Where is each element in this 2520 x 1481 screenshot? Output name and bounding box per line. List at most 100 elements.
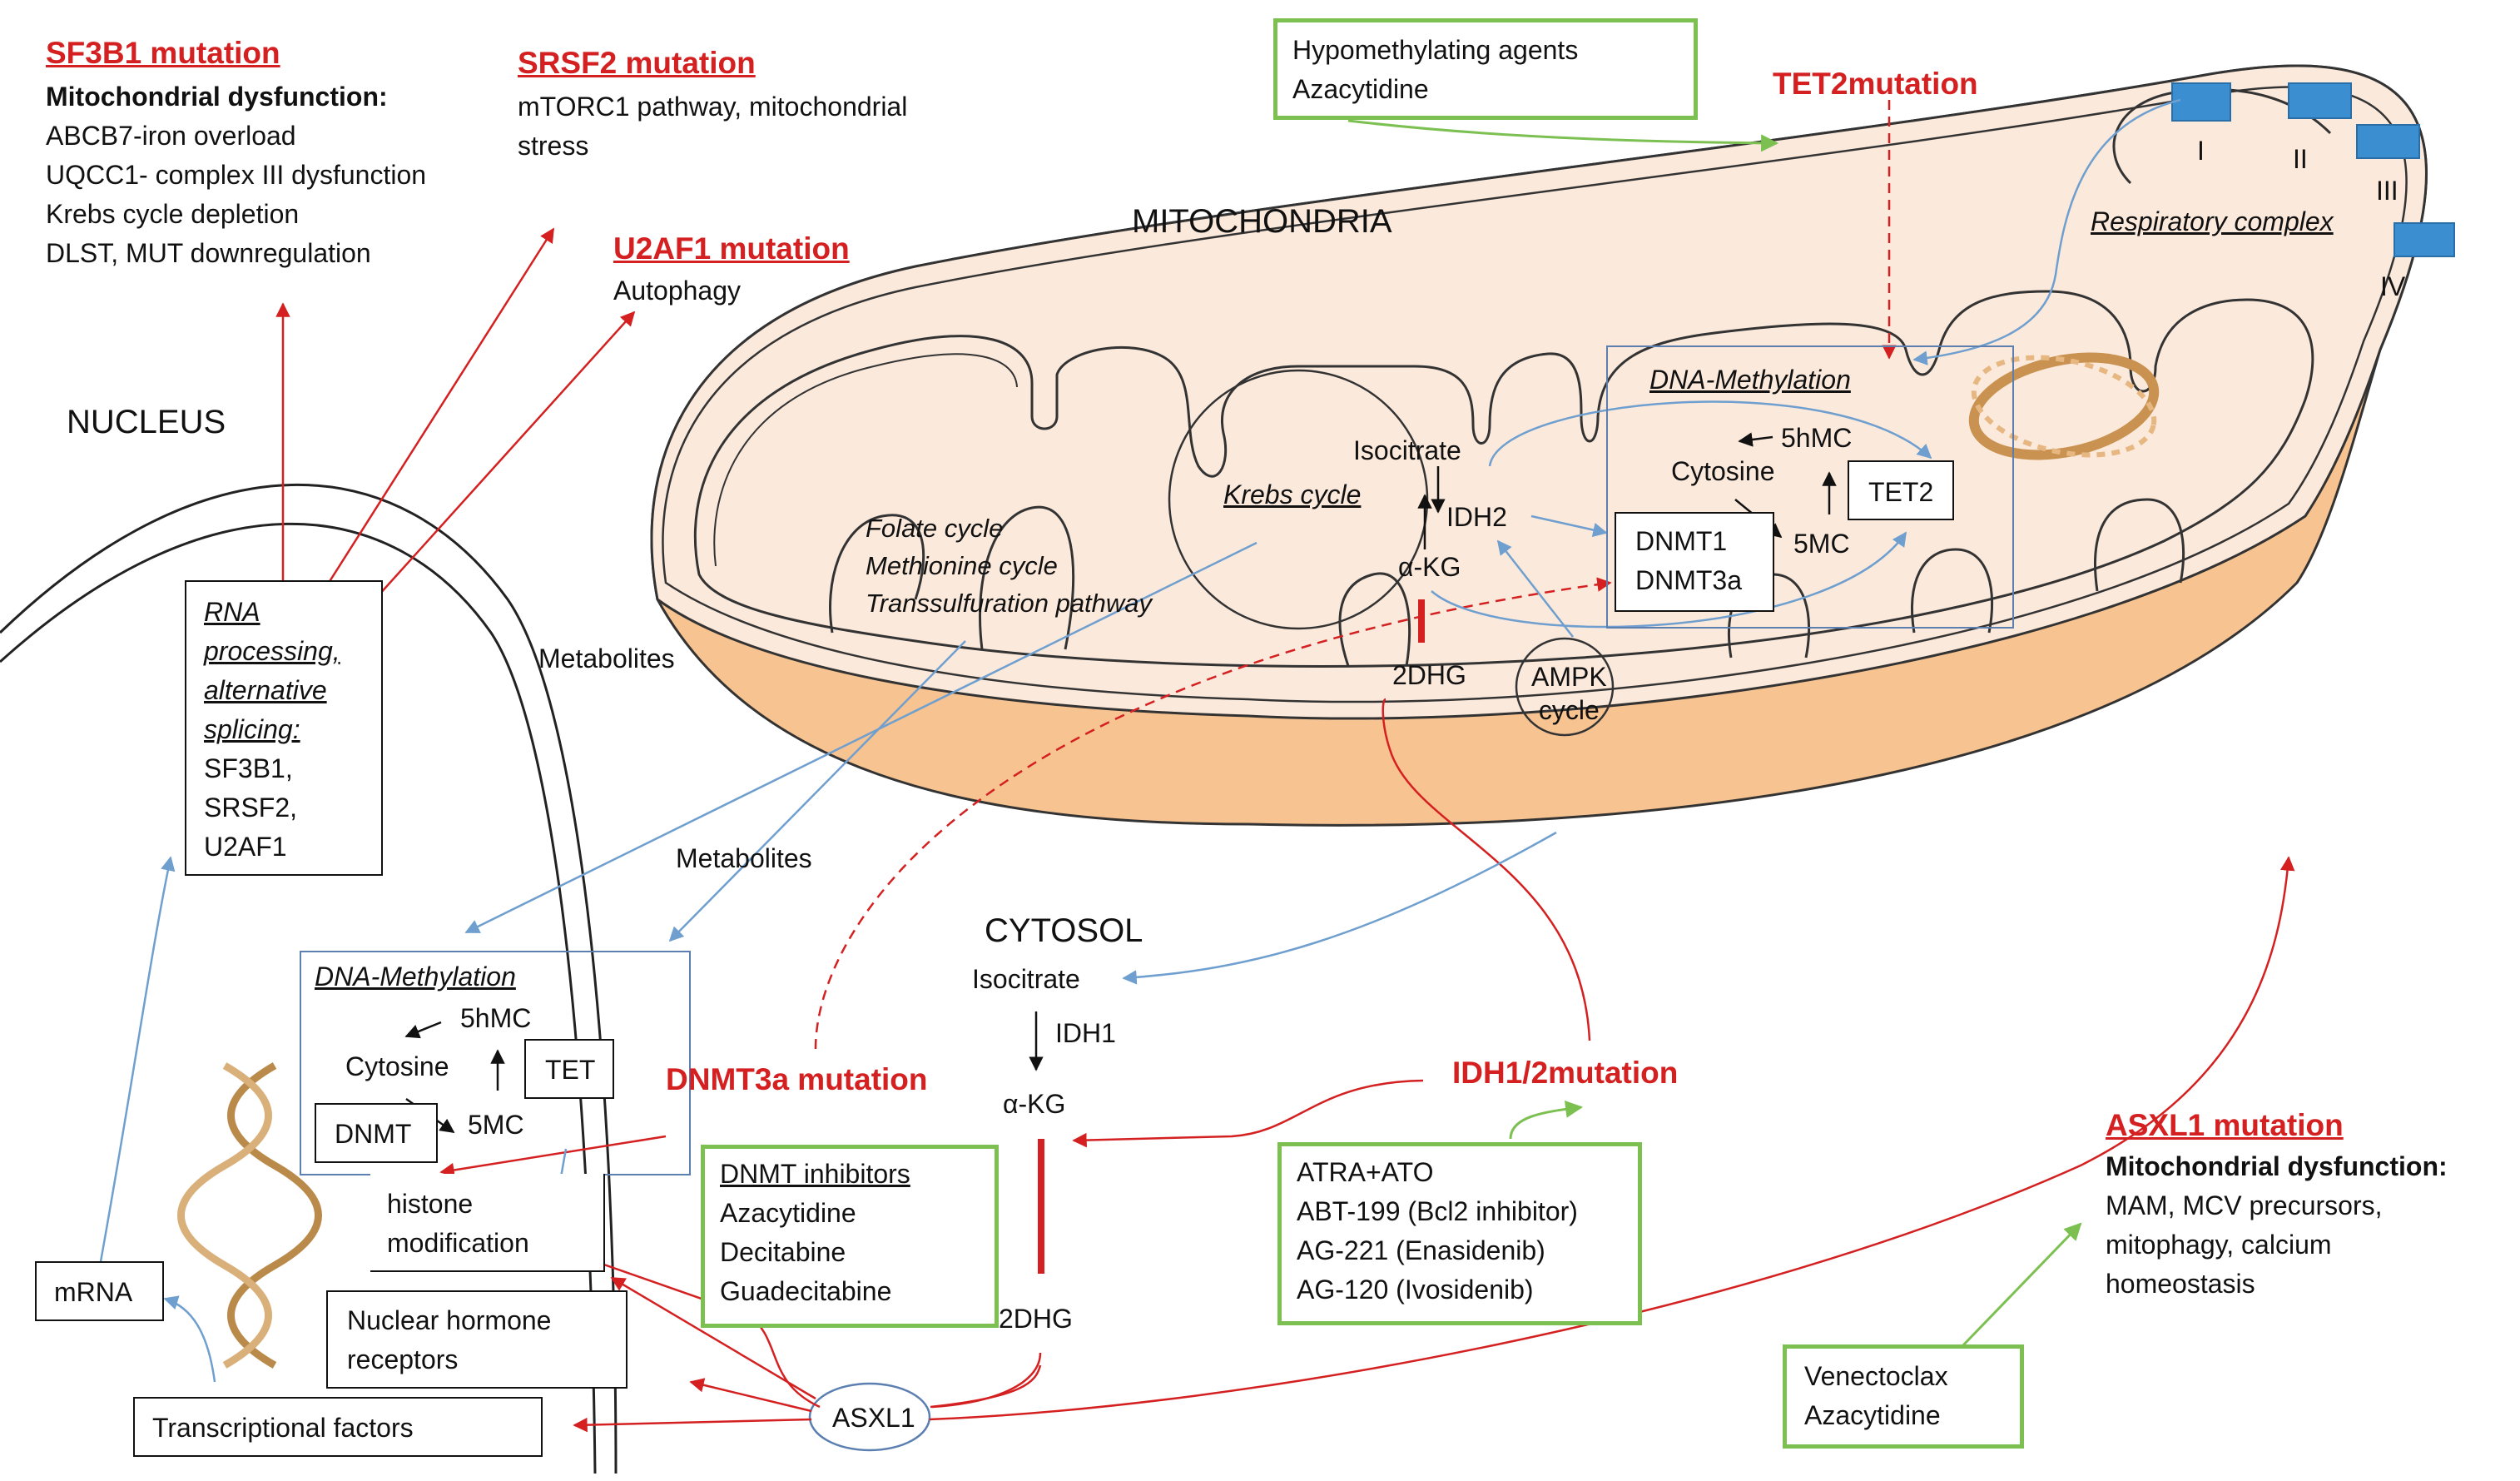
- nuc-dna-methylation-title: DNA-Methylation: [315, 962, 516, 991]
- venetoclax-line: Azacytidine: [1804, 1400, 1941, 1430]
- histone-line: modification: [387, 1228, 529, 1258]
- srsf2-mutation-title: SRSF2 mutation: [518, 46, 756, 80]
- mito-5mc: 5MC: [1793, 529, 1850, 559]
- rna-italic-line: splicing:: [204, 714, 300, 744]
- dnmt-inhibitors-text: DNMT inhibitors Azacytidine Decitabine G…: [720, 1155, 910, 1311]
- rna-gene-line: U2AF1: [204, 832, 287, 862]
- complex-IV-label: IV: [2380, 271, 2406, 301]
- sf3b1-line: Krebs cycle depletion: [46, 199, 300, 229]
- srsf2-line: mTORC1 pathway, mitochondrial: [518, 92, 908, 122]
- histone-modification-text: histone modification: [387, 1185, 529, 1263]
- asxl1-subtitle: Mitochondrial dysfunction:: [2106, 1151, 2448, 1181]
- asxl1-line: MAM, MCV precursors,: [2106, 1190, 2383, 1220]
- mito-dnmt-item: DNMT3a: [1635, 565, 1743, 595]
- dnmt3a-mutation-title: DNMT3a mutation: [666, 1062, 928, 1096]
- dnmt-inhibitor-item: Guadecitabine: [720, 1276, 892, 1306]
- mrna-label: mRNA: [54, 1277, 133, 1307]
- complex-I-label: I: [2197, 136, 2205, 166]
- sf3b1-mutation-title: SF3B1 mutation: [46, 36, 280, 70]
- respiratory-complex-label: Respiratory complex: [2091, 206, 2334, 236]
- idh-drug-item: ABT-199 (Bcl2 inhibitor): [1297, 1196, 1578, 1226]
- mitochondria-label: MITOCHONDRIA: [1132, 203, 1392, 240]
- u2af1-mutation-title: U2AF1 mutation: [613, 231, 850, 266]
- venetoclax-line: Venectoclax: [1804, 1361, 1948, 1391]
- venetoclax-text: Venectoclax Azacytidine: [1804, 1357, 1948, 1435]
- cytosol-label: CYTOSOL: [985, 912, 1143, 949]
- nuc-tet-box: [524, 1039, 614, 1099]
- mito-cytosine: Cytosine: [1671, 456, 1775, 486]
- nuc-cytosine: Cytosine: [345, 1051, 449, 1081]
- nuclear-hormone-text: Nuclear hormone receptors: [347, 1301, 551, 1379]
- nuclear-dna-helix: [177, 1062, 322, 1369]
- rna-gene-line: SRSF2,: [204, 793, 298, 823]
- mito-2dhg: 2DHG: [1392, 660, 1466, 690]
- hypomethylating-agents-box: [1273, 18, 1698, 120]
- cytosol-isocitrate: Isocitrate: [972, 964, 1080, 994]
- respiratory-complexes: [2171, 82, 2455, 257]
- sf3b1-line: ABCB7-iron overload: [46, 121, 296, 151]
- green-arrows: [1347, 119, 2082, 1350]
- asxl1-ellipse: [808, 1382, 931, 1452]
- cytosol-idh1: IDH1: [1055, 1018, 1116, 1048]
- rna-processing-text: RNA processing, alternative splicing: SF…: [204, 593, 340, 867]
- tet2-mutation-title: TET2mutation: [1773, 67, 1978, 101]
- idh-drug-item: AG-120 (Ivosidenib): [1297, 1275, 1534, 1305]
- nucleus-label: NUCLEUS: [67, 404, 226, 440]
- cytosol-2dhg: 2DHG: [999, 1304, 1073, 1334]
- mito-dhg-bar: [1418, 599, 1425, 643]
- cycle-item: Folate cycle: [866, 514, 1004, 543]
- idh-drug-item: ATRA+ATO: [1297, 1157, 1434, 1187]
- mito-5hmc: 5hMC: [1781, 423, 1853, 453]
- srsf2-line: stress: [518, 131, 589, 161]
- idh-drug-item: AG-221 (Enasidenib): [1297, 1235, 1545, 1265]
- transcriptional-factors-box: [133, 1397, 543, 1457]
- ampk-line: cycle: [1538, 695, 1600, 725]
- hypomethylating-line: Azacytidine: [1292, 74, 1429, 104]
- asxl1-line: mitophagy, calcium: [2106, 1230, 2332, 1260]
- rna-italic-line: RNA: [204, 597, 260, 627]
- cycle-item: Methionine cycle: [866, 551, 1058, 580]
- idh-mutation-title: IDH1/2mutation: [1452, 1056, 1679, 1090]
- nuclear-hormone-box: [326, 1290, 628, 1389]
- u2af1-detail: Autophagy: [613, 276, 742, 306]
- rna-gene-line: SF3B1,: [204, 753, 293, 783]
- hypomethylating-agents-text: Hypomethylating agents Azacytidine: [1292, 31, 1578, 109]
- mito-dnmt-box: [1615, 512, 1774, 612]
- rna-processing-box: [185, 580, 383, 876]
- nuclear-hormone-line: Nuclear hormone: [347, 1305, 552, 1335]
- mito-akg: α-KG: [1398, 552, 1461, 582]
- sf3b1-line: UQCC1- complex III dysfunction: [46, 160, 427, 190]
- dnmt-inhibitors-title: DNMT inhibitors: [720, 1159, 910, 1189]
- idh-drugs-box: [1277, 1142, 1642, 1325]
- rna-italic-line: processing,: [204, 636, 340, 666]
- asxl1-details: MAM, MCV precursors, mitophagy, calcium …: [2106, 1186, 2382, 1304]
- ampk-cycle-label: AMPK cycle: [1531, 660, 1607, 727]
- nuc-tet-label: TET: [545, 1055, 596, 1085]
- cycle-item: Transsulfuration pathway: [866, 589, 1153, 618]
- metabolic-cycles: Folate cycle Methionine cycle Transsulfu…: [866, 509, 1152, 622]
- dhg-to-asxl1-curve: [931, 1352, 1042, 1409]
- mito-dnmt-item: DNMT1: [1635, 526, 1728, 556]
- cytosol-akg: α-KG: [1003, 1089, 1066, 1119]
- mito-tet2-label: TET2: [1868, 477, 1934, 507]
- mrna-box: [35, 1261, 164, 1321]
- dnmt-inhibitors-box: [701, 1145, 999, 1328]
- mito-isocitrate: Isocitrate: [1353, 435, 1461, 465]
- asxl1-node-label: ASXL1: [832, 1403, 915, 1433]
- dnmt-inhibitor-item: Decitabine: [720, 1237, 846, 1267]
- nuc-dnmt-box: [315, 1103, 438, 1163]
- mitochondrion: [650, 64, 2428, 827]
- histone-modification-box: [370, 1174, 605, 1272]
- hypomethylating-line: Hypomethylating agents: [1292, 35, 1579, 65]
- rna-italic-line: alternative: [204, 675, 327, 705]
- metabolites-label-2: Metabolites: [676, 843, 812, 873]
- ampk-cycle-circle: [1515, 637, 1615, 737]
- histone-line: histone: [387, 1189, 474, 1219]
- mito-dna-methylation-title: DNA-Methylation: [1649, 365, 1851, 395]
- krebs-cycle-label: Krebs cycle: [1223, 480, 1362, 509]
- transcriptional-factors-label: Transcriptional factors: [152, 1413, 414, 1443]
- sf3b1-subtitle: Mitochondrial dysfunction:: [46, 82, 388, 112]
- asxl1-line: homeostasis: [2106, 1269, 2255, 1299]
- sf3b1-line: DLST, MUT downregulation: [46, 238, 371, 268]
- nuclear-hormone-line: receptors: [347, 1344, 459, 1374]
